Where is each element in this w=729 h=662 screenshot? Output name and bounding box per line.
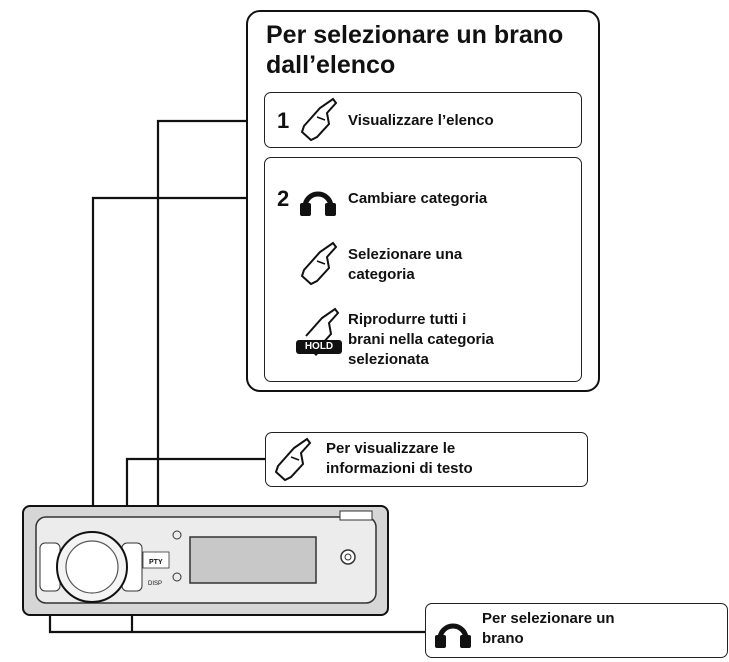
hold-badge: HOLD <box>296 340 342 354</box>
rotate-knob-icon <box>435 623 471 648</box>
disp-button-label: DISP <box>148 581 162 587</box>
step1-text: Visualizzare l’elenco <box>348 112 494 129</box>
sub2-text: Riprodurre tutti i brani nella categoria… <box>348 311 494 368</box>
panel-title: Per selezionare un brano dall’elenco <box>266 21 564 79</box>
rotate-knob-icon <box>300 191 336 216</box>
step2-number: 2 <box>277 186 290 211</box>
pty-button-label: PTY <box>149 559 163 566</box>
text-info-label: Per visualizzare le informazioni di test… <box>326 440 473 477</box>
track-select-label: Per selezionare un brano <box>482 610 615 647</box>
step1-number: 1 <box>277 108 290 133</box>
press-hand-icon <box>300 97 338 142</box>
press-hand-icon <box>274 437 312 482</box>
press-hand-icon <box>300 241 338 286</box>
track-select-callout <box>425 603 728 658</box>
text-info-callout <box>265 432 588 487</box>
sub1-text: Selezionare una categoria <box>348 246 463 283</box>
car-stereo-illustration: PTY DISP <box>22 505 389 616</box>
step2-text: Cambiare categoria <box>348 190 488 207</box>
